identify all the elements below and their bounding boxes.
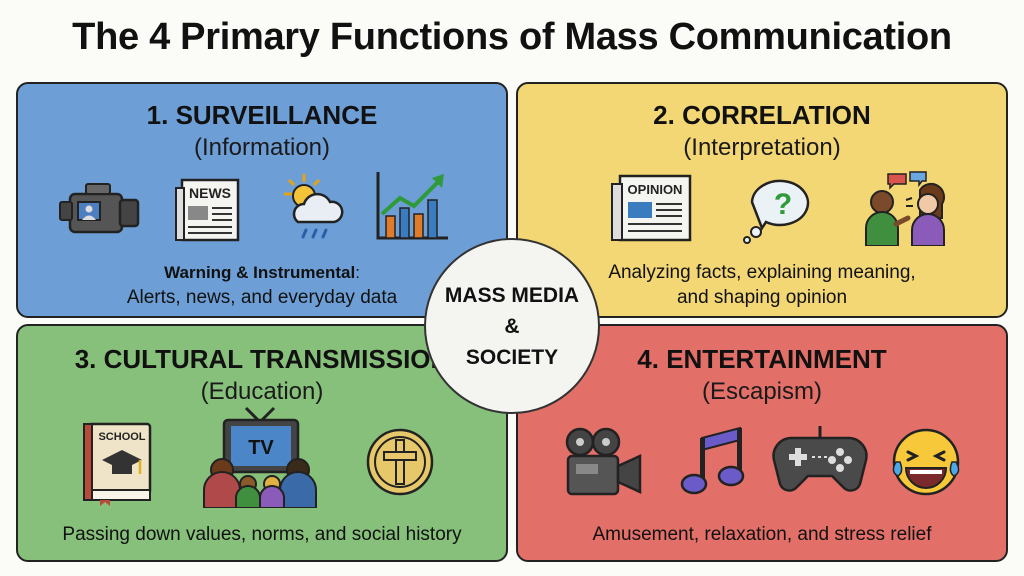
diagram-title: The 4 Primary Functions of Mass Communic… <box>72 16 952 58</box>
opinion-label: OPINION <box>628 182 683 197</box>
question-mark: ? <box>774 188 792 221</box>
panel-title: 4. ENTERTAINMENT <box>637 344 887 374</box>
panel-correlation: 2. CORRELATION (Interpretation) OPINION … <box>516 82 1008 318</box>
panel-title: 1. SURVEILLANCE <box>146 100 378 130</box>
question-bubble-icon: ? <box>743 179 810 244</box>
film-camera-icon <box>565 427 642 496</box>
growth-chart-icon <box>376 172 448 240</box>
laughing-emoji-icon <box>892 428 960 496</box>
school-label: SCHOOL <box>98 431 145 443</box>
game-controller-icon <box>772 426 868 492</box>
panel-title: 2. CORRELATION <box>653 100 871 130</box>
panel-description: Warning & Instrumental: Alerts, news, an… <box>126 263 398 308</box>
panel-surveillance: 1. SURVEILLANCE (Information) NEWS <box>16 82 508 318</box>
debating-people-icon <box>865 171 945 246</box>
newspaper-icon: NEWS <box>175 178 240 242</box>
school-book-icon: SCHOOL <box>83 422 152 506</box>
center-line-1: MASS MEDIA <box>444 283 580 307</box>
panel-entertainment: 4. ENTERTAINMENT (Escapism) <box>516 324 1008 562</box>
panel-description: Analyzing facts, explaining meaning, and… <box>608 262 916 308</box>
news-label: NEWS <box>189 185 231 201</box>
cross-emblem-icon <box>366 428 434 496</box>
tv-label: TV <box>248 437 274 459</box>
panel-subtitle: (Education) <box>200 378 324 405</box>
center-hub: MASS MEDIA & SOCIETY <box>424 238 600 414</box>
panel-cultural-transmission: 3. CULTURAL TRANSMISSION (Education) SCH… <box>16 324 508 562</box>
center-line-3: SOCIETY <box>465 345 559 369</box>
family-tv-icon: TV <box>203 406 317 508</box>
music-note-icon <box>680 426 745 495</box>
panel-description: Passing down values, norms, and social h… <box>62 524 462 545</box>
weather-icon <box>284 174 344 239</box>
panel-subtitle: (Information) <box>193 134 331 161</box>
opinion-newspaper-icon: OPINION <box>611 174 692 242</box>
panel-subtitle: (Interpretation) <box>683 134 841 161</box>
video-camera-icon <box>59 183 140 234</box>
center-line-2: & <box>504 314 520 338</box>
panel-description: Amusement, relaxation, and stress relief <box>592 524 932 545</box>
panel-title: 3. CULTURAL TRANSMISSION <box>74 344 450 374</box>
panel-subtitle: (Escapism) <box>701 378 822 405</box>
